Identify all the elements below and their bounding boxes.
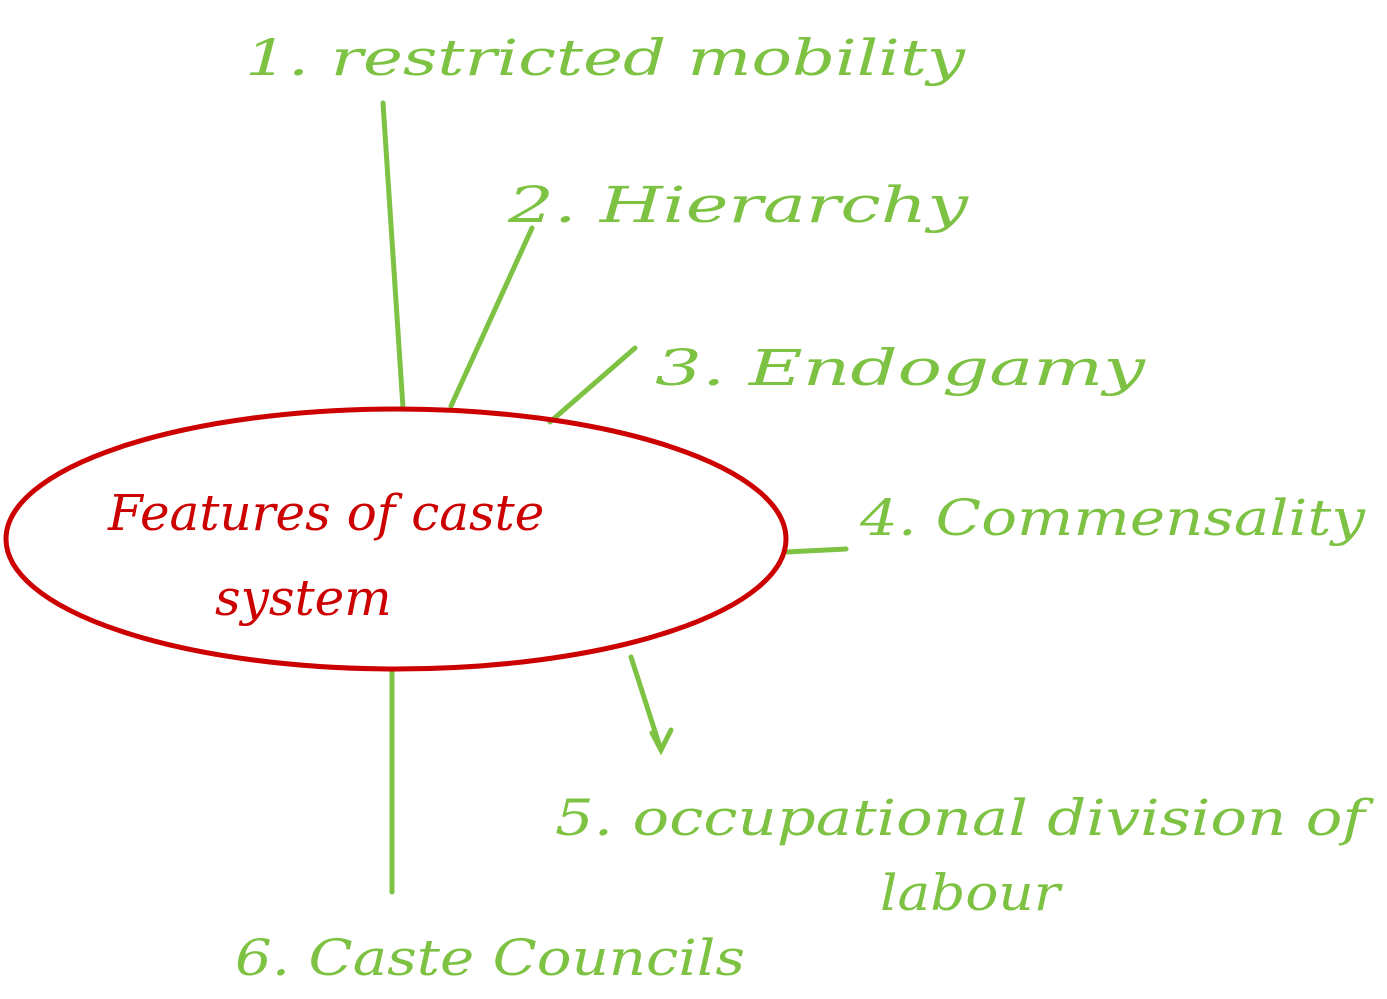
feature-endogamy: 3. Endogamy [655, 339, 1146, 397]
connector-endogamy [547, 345, 638, 425]
feature-caste-councils: 6. Caste Councils [235, 929, 745, 987]
connector-restricted-mobility [380, 100, 406, 411]
connector-occupational-division-arrowhead [649, 727, 674, 756]
center-node-ellipse [3, 406, 789, 672]
connector-hierarchy [448, 225, 535, 409]
feature-occupational-division: 5. occupational division of [555, 789, 1374, 847]
feature-restricted-mobility: 1. restricted mobility [245, 29, 966, 87]
center-node-title: Features of caste [107, 484, 544, 542]
feature-occupational-division-cont: labour [880, 864, 1063, 922]
connector-commensality [783, 546, 849, 555]
connectors [380, 100, 849, 895]
feature-commensality: 4. Commensality [859, 489, 1366, 547]
center-node-title-cont: system [215, 569, 392, 627]
connector-occupational-division [628, 654, 664, 753]
feature-hierarchy: 2. Hierarchy [507, 176, 970, 234]
